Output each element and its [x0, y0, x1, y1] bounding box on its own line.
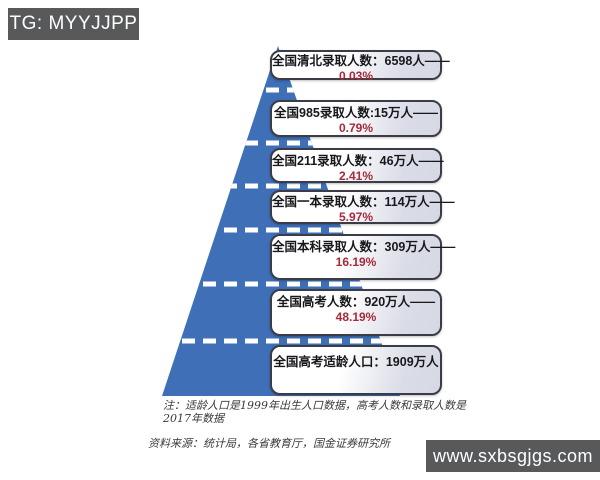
footnotes: 注：适龄人口是1999年出生人口数据，高考人数和录取人数是2017年数据 资料来…: [148, 399, 478, 450]
data-footnote: 注：适龄人口是1999年出生人口数据，高考人数和录取人数是2017年数据: [163, 399, 466, 425]
level-label: 全国一本录取人数：114万人——: [272, 195, 455, 209]
pyramid-level-211: 全国211录取人数：46万人—— 2.41%: [270, 148, 444, 183]
level-percent: 0.79%: [338, 121, 374, 135]
pyramid-level-shiling-renkou: 全国高考适龄人口：1909万人: [270, 345, 442, 395]
pyramid-level-yiben: 全国一本录取人数：114万人—— 5.97%: [270, 190, 455, 224]
website-badge-text: www.sxbsgjgs.com: [432, 445, 594, 466]
telegram-badge: TG: MYYJJPP: [8, 8, 139, 40]
level-label: 全国211录取人数：46万人——: [272, 154, 444, 168]
pyramid-level-gaokao: 全国高考人数：920万人—— 48.19%: [270, 289, 442, 336]
website-badge: www.sxbsgjgs.com: [426, 440, 600, 472]
data-source-note: 资料来源：统计局，各省教育厅，国金证券研究所: [148, 437, 390, 450]
level-percent: 2.41%: [338, 169, 374, 183]
level-percent: 16.19%: [335, 255, 377, 269]
level-label: 全国高考人数：920万人——: [276, 295, 436, 309]
level-label: 全国高考适龄人口：1909万人: [273, 355, 439, 369]
level-percent: 5.97%: [338, 210, 374, 224]
level-percent: 48.19%: [335, 310, 377, 324]
level-label: 全国985录取人数:15万人——: [274, 106, 438, 120]
telegram-badge-text: TG: MYYJJPP: [9, 13, 138, 34]
pyramid-level-benke: 全国本科录取人数：309万人—— 16.19%: [270, 234, 456, 280]
pyramid-level-985: 全国985录取人数:15万人—— 0.79%: [270, 100, 442, 137]
level-percent: 0.03%: [338, 69, 374, 83]
pyramid-level-qingbei: 全国清北录取人数：6598人—— 0.03%: [270, 50, 450, 83]
level-label: 全国清北录取人数：6598人——: [272, 54, 450, 68]
level-label: 全国本科录取人数：309万人——: [272, 240, 456, 254]
